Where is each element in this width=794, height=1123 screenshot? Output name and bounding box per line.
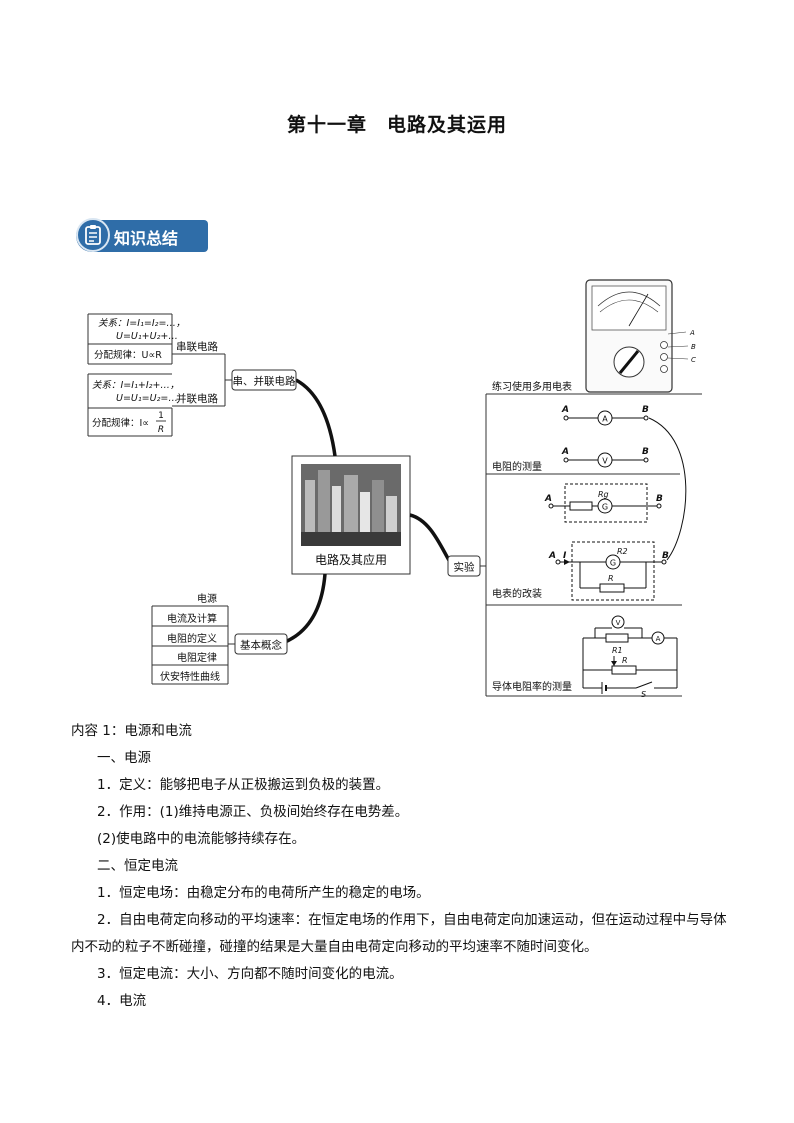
svg-text:I: I [563, 551, 567, 561]
circuit-voltmeter: V A B [561, 447, 649, 468]
voltmeter-symbol: V [602, 457, 608, 466]
page-title: 第十一章 电路及其运用 [286, 114, 507, 136]
parallel-rule-numerator: 1 [158, 411, 164, 421]
connector-experiment [409, 513, 452, 563]
circuit-galvanometer: G Rg A B [544, 483, 663, 523]
series-circuit-label: 串联电路 [176, 340, 218, 353]
content-line: 2．自由电荷定向移动的平均速率：在恒定电场的作用下，自由电荷定向加速运动，但在运… [71, 912, 727, 955]
clipboard-icon-glyph [85, 225, 101, 245]
basic-concepts-label: 基本概念 [240, 639, 282, 652]
content-line: 1．定义：能够把电子从正极搬运到负极的装置。 [97, 777, 390, 793]
svg-text:V: V [616, 619, 621, 627]
multimeter-label-a: A [689, 329, 695, 337]
content-line: 一、电源 [97, 750, 151, 766]
basic-item-resistance-def: 电阻的定义 [167, 632, 217, 645]
parallel-circuit-label: 并联电路 [176, 392, 218, 405]
content-line: (2)使电路中的电流能够持续存在。 [97, 831, 306, 847]
svg-text:A: A [561, 447, 569, 457]
svg-text:B: B [642, 447, 649, 457]
content-line: 二、恒定电流 [97, 858, 178, 874]
connector-series-parallel [295, 378, 337, 457]
svg-text:B: B [642, 405, 649, 415]
mindmap-diagram: 电路及其应用 串、并联电路 串联电路 并联电路 关系：I=I₁=I₂=…， U=… [87, 279, 702, 699]
parallel-relation-line1: 关系：I=I₁+I₂+…， [92, 380, 179, 391]
experiment-resistivity: 导体电阻率的测量 [492, 680, 572, 693]
connector-basic [284, 573, 327, 644]
parallel-relation-line2: U=U₁=U₂=… [116, 393, 178, 404]
multimeter-label-c: C [691, 356, 696, 364]
parallel-rule: 分配规律：I∝ [92, 417, 149, 429]
ammeter-symbol: A [602, 415, 608, 424]
badge-label: 知识总结 [114, 229, 179, 248]
basic-item-iv-curve: 伏安特性曲线 [160, 670, 220, 683]
parallel-rule-denominator: R [158, 425, 164, 435]
circuit-resistivity: V A R1 R S [582, 615, 678, 699]
basic-item-power-source: 电源 [197, 592, 217, 605]
svg-text:S: S [641, 690, 646, 699]
multimeter-illustration: A B C [585, 279, 696, 393]
svg-text:B: B [662, 551, 669, 561]
basic-item-resistance-law: 电阻定律 [177, 651, 217, 664]
multimeter-label-b: B [691, 343, 696, 351]
svg-text:A: A [561, 405, 569, 415]
svg-text:G: G [610, 559, 616, 568]
terminal-connection-arc [648, 417, 687, 561]
article-content: 内容 1：电源和电流 一、电源 1．定义：能够把电子从正极搬运到负极的装置。 2… [71, 718, 731, 1015]
series-parallel-label: 串、并联电路 [233, 375, 296, 388]
svg-text:A: A [548, 551, 556, 561]
clipboard-icon [76, 218, 110, 252]
basic-concepts-list: 电源 电流及计算 电阻的定义 电阻定律 伏安特性曲线 [151, 592, 228, 685]
svg-text:R2: R2 [617, 547, 628, 556]
galvanometer-symbol: G [602, 503, 608, 512]
experiment-meter-modify: 电表的改装 [492, 587, 542, 600]
content-heading: 内容 1：电源和电流 [71, 723, 192, 739]
circuit-ammeter: A A B [561, 405, 649, 426]
center-label: 电路及其应用 [315, 552, 387, 567]
content-line: 4．电流 [97, 993, 147, 1009]
series-relation-line1: 关系：I=I₁=I₂=…， [98, 318, 185, 329]
series-rule: 分配规律：U∝R [94, 349, 162, 361]
basic-item-current: 电流及计算 [167, 612, 217, 625]
svg-text:R: R [622, 656, 628, 665]
svg-text:R: R [608, 574, 614, 583]
section-badge: 知识总结 [76, 218, 208, 252]
experiment-resistance-measure: 电阻的测量 [492, 460, 542, 473]
content-line: 2．作用：(1)维持电源正、负极间始终存在电势差。 [97, 804, 409, 820]
svg-text:R1: R1 [612, 646, 623, 655]
svg-text:A: A [656, 635, 661, 643]
circuit-meter-modification: G R2 R A I B [548, 541, 669, 601]
series-relation-line2: U=U₁+U₂+… [116, 331, 178, 342]
experiment-label: 实验 [454, 561, 475, 574]
svg-text:B: B [656, 494, 663, 504]
svg-text:A: A [544, 494, 552, 504]
svg-text:Rg: Rg [598, 490, 609, 499]
content-line: 3．恒定电流：大小、方向都不随时间变化的电流。 [97, 966, 403, 982]
content-line: 1．恒定电场：由稳定分布的电荷所产生的稳定的电场。 [97, 885, 430, 901]
city-photo [301, 464, 401, 546]
experiment-multimeter: 练习使用多用电表 [492, 380, 572, 393]
